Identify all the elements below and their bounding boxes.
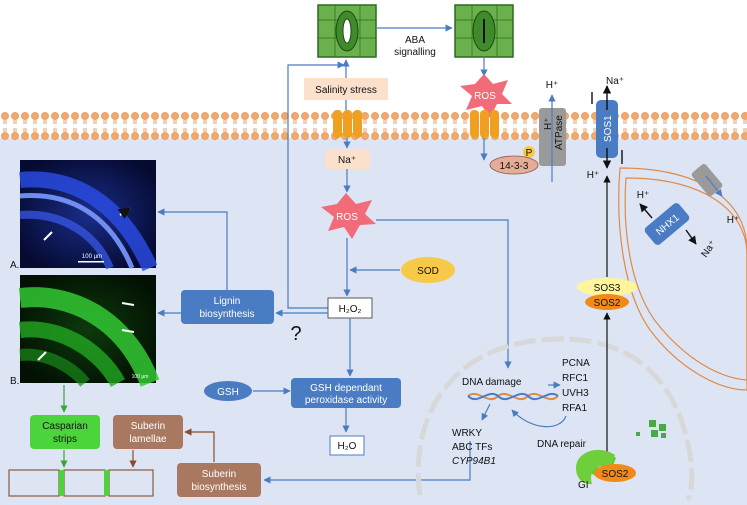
sos1-protein [596, 100, 618, 158]
arrow-lignin-to-a [157, 208, 228, 290]
nucleus-envelope [415, 336, 695, 501]
stoma-open [317, 4, 377, 58]
sos3-ellipse [577, 278, 637, 296]
ros-star-mid [321, 193, 376, 239]
gsh-perox-1: GSH dependant [310, 383, 382, 394]
pcna: PCNA [562, 358, 590, 369]
lignin-line2: biosynthesis [199, 309, 254, 320]
sos2-gi-label: SOS2 [602, 469, 629, 480]
phospho-p [523, 146, 535, 158]
casparian-box [30, 415, 100, 449]
rfc1: RFC1 [562, 373, 589, 384]
ros-star-top [460, 74, 512, 118]
wrky: WRKY [452, 428, 482, 439]
sos2-label: SOS2 [594, 298, 621, 309]
suberin-bio-1: Suberin [202, 469, 236, 480]
question-mark: ? [290, 323, 301, 345]
casparian-line1: Casparian [42, 421, 88, 432]
arrow-ros-to-dna [376, 219, 512, 369]
casparian-line2: strips [53, 434, 77, 445]
ros-top-label: ROS [474, 91, 496, 102]
atpase-label: ATPase [554, 115, 565, 150]
vac-h: H⁺ [727, 215, 740, 226]
gsh-ellipse [204, 381, 252, 401]
root-cells [8, 469, 154, 497]
arrow-suberin-bio-to-lam [184, 428, 215, 462]
uvh3: UVH3 [562, 388, 589, 399]
micrograph-b: 100 µm [18, 275, 160, 388]
na-box [325, 149, 370, 169]
h2o-label: H₂O [338, 441, 357, 452]
suberin-lamellae-box [113, 415, 183, 449]
channel-left [333, 110, 362, 138]
h2o-box [329, 435, 365, 456]
p-label: P [526, 148, 533, 159]
salinity-stress-box [304, 78, 388, 100]
suberin-bio-2: biosynthesis [191, 482, 246, 493]
protein-14-3-3 [489, 155, 539, 175]
stoma-closed [454, 4, 514, 58]
channel-right [470, 110, 499, 138]
release-squares [636, 420, 666, 438]
arrow-dna-repair [511, 409, 567, 428]
dna-damage-label: DNA damage [462, 377, 522, 388]
lignin-line1: Lignin [214, 296, 241, 307]
sos3-label: SOS3 [594, 283, 621, 294]
suberin-bio-box [177, 463, 261, 497]
aba-label: ABA [405, 35, 425, 46]
arrow-wrky-to-suberin [263, 441, 471, 484]
atpase-h: H⁺ [543, 118, 554, 131]
micrograph-a: 100 µm [19, 160, 158, 272]
gsh-peroxidase-box [291, 378, 401, 408]
sod-label: SOD [417, 266, 439, 277]
label-14-3-3: 14-3-3 [500, 161, 529, 172]
plasma-membrane [0, 112, 747, 140]
sos2-ellipse [585, 294, 629, 310]
suberin-lam-1: Suberin [131, 421, 165, 432]
rfa1: RFA1 [562, 403, 587, 414]
dna-repair-label: DNA repair [537, 439, 587, 450]
micro-a-label: A. [10, 260, 19, 271]
scale-a: 100 µm [82, 254, 102, 260]
h-top-atpase: H⁺ [546, 80, 559, 91]
h-bottom-sos1: H⁺ [587, 170, 600, 181]
suberin-lam-2: lamellae [129, 434, 167, 445]
gi-label: GI [578, 480, 589, 491]
na-top-sos1: Na⁺ [606, 76, 624, 87]
salinity-stress-label: Salinity stress [315, 85, 377, 96]
ros-mid-label: ROS [336, 212, 358, 223]
h2o2-label: H₂O₂ [339, 304, 362, 315]
cyp94b1: CYP94B1 [452, 456, 496, 467]
sos1-label: SOS1 [603, 115, 614, 142]
sod-ellipse [401, 257, 455, 283]
gsh-label: GSH [217, 387, 239, 398]
arrow-h2o2-loop [287, 61, 345, 309]
aba-label-2: signalling [394, 47, 436, 58]
na-label: Na⁺ [338, 155, 356, 166]
sos2-gi-ellipse [594, 464, 636, 482]
abc-tfs: ABC TFs [452, 442, 492, 453]
vacuole-pump [691, 163, 723, 197]
gsh-perox-2: peroxidase activity [305, 395, 387, 406]
nhx-h: H⁺ [637, 190, 650, 201]
lignin-box [181, 290, 274, 324]
scale-b: 100 µm [132, 374, 149, 380]
micro-b-label: B. [10, 376, 19, 387]
